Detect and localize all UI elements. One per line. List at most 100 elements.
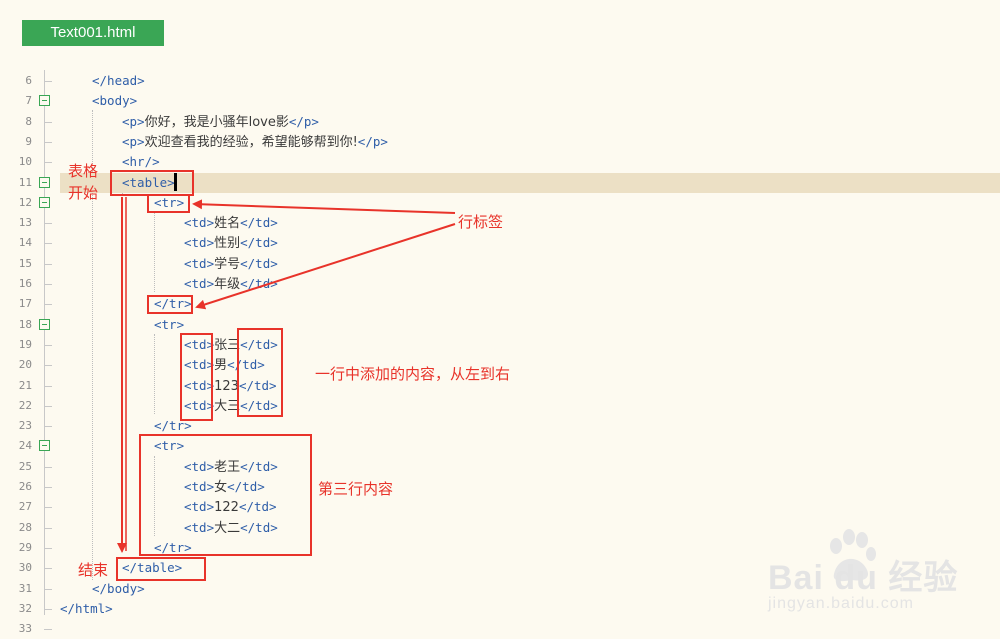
code-line[interactable]: 19 <td>张三</td>	[0, 335, 1000, 355]
text-content: 张三	[214, 338, 241, 353]
text-content: 欢迎查看我的经验，希望能够帮到你!	[144, 135, 358, 150]
code-line[interactable]: 25<td>老王</td>	[0, 457, 1000, 477]
highlight-box-tr-close	[147, 295, 193, 314]
html-tag: <td>	[184, 398, 215, 413]
fold-tick	[44, 487, 52, 488]
fold-tick	[44, 345, 52, 346]
html-tag: </td>	[227, 479, 265, 494]
code-line[interactable]: 23</tr>	[0, 416, 1000, 436]
line-number: 6	[25, 74, 32, 87]
fold-tick	[44, 304, 52, 305]
html-tag: </td>	[240, 256, 278, 271]
code-line[interactable]: 30</table>	[0, 558, 1000, 578]
html-tag: </td>	[240, 520, 278, 535]
html-tag: <td>	[184, 337, 215, 352]
highlight-box-td-open	[180, 333, 213, 421]
html-tag: </td>	[227, 357, 265, 372]
html-tag: </body>	[92, 581, 145, 596]
indent-guide	[92, 110, 93, 580]
line-number: 11	[18, 176, 32, 189]
code-line[interactable]: 32 </html>	[0, 599, 1000, 619]
html-tag: <p>	[122, 114, 145, 129]
code-text: </table>	[122, 558, 182, 578]
text-content: 123	[214, 379, 239, 394]
code-line[interactable]: 27<td>122</td>	[0, 497, 1000, 517]
code-text: <body>	[92, 91, 137, 111]
html-tag: </p>	[288, 114, 319, 129]
html-tag: <td>	[184, 256, 215, 271]
html-tag: <body>	[92, 93, 138, 108]
code-line[interactable]: 22<td>大三</td>	[0, 396, 1000, 416]
html-tag: </head>	[92, 73, 145, 88]
fold-collapse-icon[interactable]	[39, 440, 50, 451]
code-text: <td>女</td>	[184, 477, 265, 498]
code-line[interactable]: 29</tr>	[0, 538, 1000, 558]
code-line[interactable]: 17</tr>	[0, 294, 1000, 314]
code-text: <tr>	[154, 193, 184, 213]
code-text: <td>张三</td>	[184, 335, 278, 356]
code-text: <td>老王</td>	[184, 457, 278, 478]
code-text: <td>姓名</td>	[184, 213, 278, 234]
line-number: 19	[18, 338, 32, 351]
line-number: 18	[18, 318, 32, 331]
code-line[interactable]: 11<table>	[19, 173, 1000, 193]
code-line[interactable]: 10<hr/>	[0, 152, 1000, 172]
code-line[interactable]: 20<td>男</td>	[0, 355, 1000, 375]
line-number: 7	[25, 94, 32, 107]
fold-collapse-icon[interactable]	[39, 319, 50, 330]
annotation-table-start: 开始	[68, 184, 99, 202]
line-number: 28	[18, 521, 32, 534]
code-line[interactable]: 9<p>欢迎查看我的经验，希望能够帮到你!</p>	[0, 132, 1000, 152]
html-tag: </td>	[240, 459, 278, 474]
code-line[interactable]: 16<td>年级</td>	[0, 274, 1000, 294]
text-content: 大二	[214, 521, 241, 536]
code-line[interactable]: 18<tr>	[0, 315, 1000, 335]
fold-rail	[44, 70, 45, 615]
fold-tick	[44, 264, 52, 265]
annotation-row-tag: 行标签	[458, 213, 504, 231]
html-tag: <td>	[184, 357, 215, 372]
indent-guide	[154, 212, 155, 292]
file-tab[interactable]: Text001.html	[22, 20, 164, 46]
code-line[interactable]: 12<tr>	[0, 193, 1000, 213]
html-tag: </tr>	[154, 296, 192, 311]
code-line[interactable]: 15<td>学号</td>	[0, 254, 1000, 274]
line-number: 32	[18, 602, 32, 615]
code-line[interactable]: 21<td>123</td>	[0, 376, 1000, 396]
html-tag: </td>	[240, 235, 278, 250]
code-line[interactable]: 26<td>女</td>	[0, 477, 1000, 497]
indent-guide	[154, 334, 155, 414]
fold-collapse-icon[interactable]	[39, 177, 50, 188]
fold-collapse-icon[interactable]	[39, 95, 50, 106]
fold-tick	[44, 386, 52, 387]
code-line[interactable]: 14<td>性别</td>	[0, 233, 1000, 253]
fold-tick	[44, 609, 52, 610]
line-number: 8	[25, 115, 32, 128]
fold-collapse-icon[interactable]	[39, 197, 50, 208]
fold-tick	[44, 467, 52, 468]
code-line[interactable]: 8<p>你好，我是小骚年love影</p>	[0, 112, 1000, 132]
html-tag: </td>	[240, 276, 278, 291]
code-line[interactable]: 33	[0, 619, 1000, 639]
code-line[interactable]: 28<td>大二</td>	[0, 518, 1000, 538]
code-line[interactable]: 31</body>	[0, 579, 1000, 599]
fold-tick	[44, 589, 52, 590]
code-line[interactable]: 7 <body>	[0, 91, 1000, 111]
html-tag: </table>	[122, 560, 183, 575]
fold-tick	[44, 548, 52, 549]
html-tag: <td>	[184, 499, 215, 514]
html-tag: </p>	[357, 134, 388, 149]
watermark-brand: Bai du 经验	[768, 559, 959, 597]
code-line[interactable]: 6 </head>	[0, 71, 1000, 91]
html-tag: <p>	[122, 134, 145, 149]
html-tag: <td>	[184, 378, 215, 393]
fold-tick	[44, 528, 52, 529]
html-tag: </tr>	[154, 540, 192, 555]
html-tag: <td>	[184, 459, 215, 474]
line-number: 13	[18, 216, 32, 229]
code-text: </html>	[60, 599, 113, 619]
text-content: 老王	[214, 460, 241, 475]
fold-tick	[44, 81, 52, 82]
code-line[interactable]: 24<tr>	[0, 436, 1000, 456]
